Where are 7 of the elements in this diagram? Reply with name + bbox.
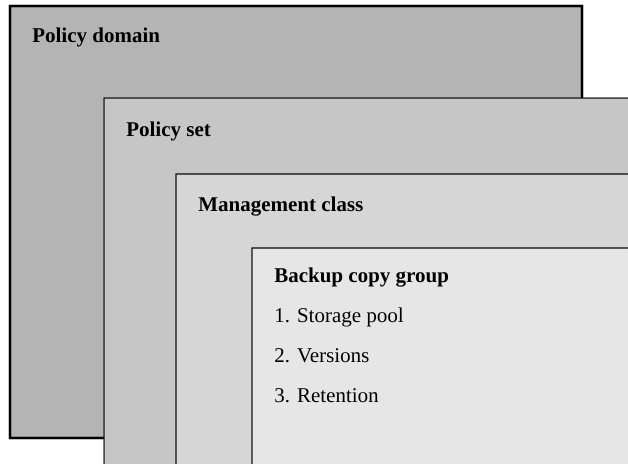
heading: Policy domain [32,27,160,47]
heading: Backup copy group [274,267,448,287]
heading: Management class [198,196,363,216]
list-item: 3. Retention [275,388,378,402]
list-item: 2. Versions [275,348,369,362]
heading: Policy set [126,121,211,141]
list-item: 1. Storage pool [276,307,404,327]
